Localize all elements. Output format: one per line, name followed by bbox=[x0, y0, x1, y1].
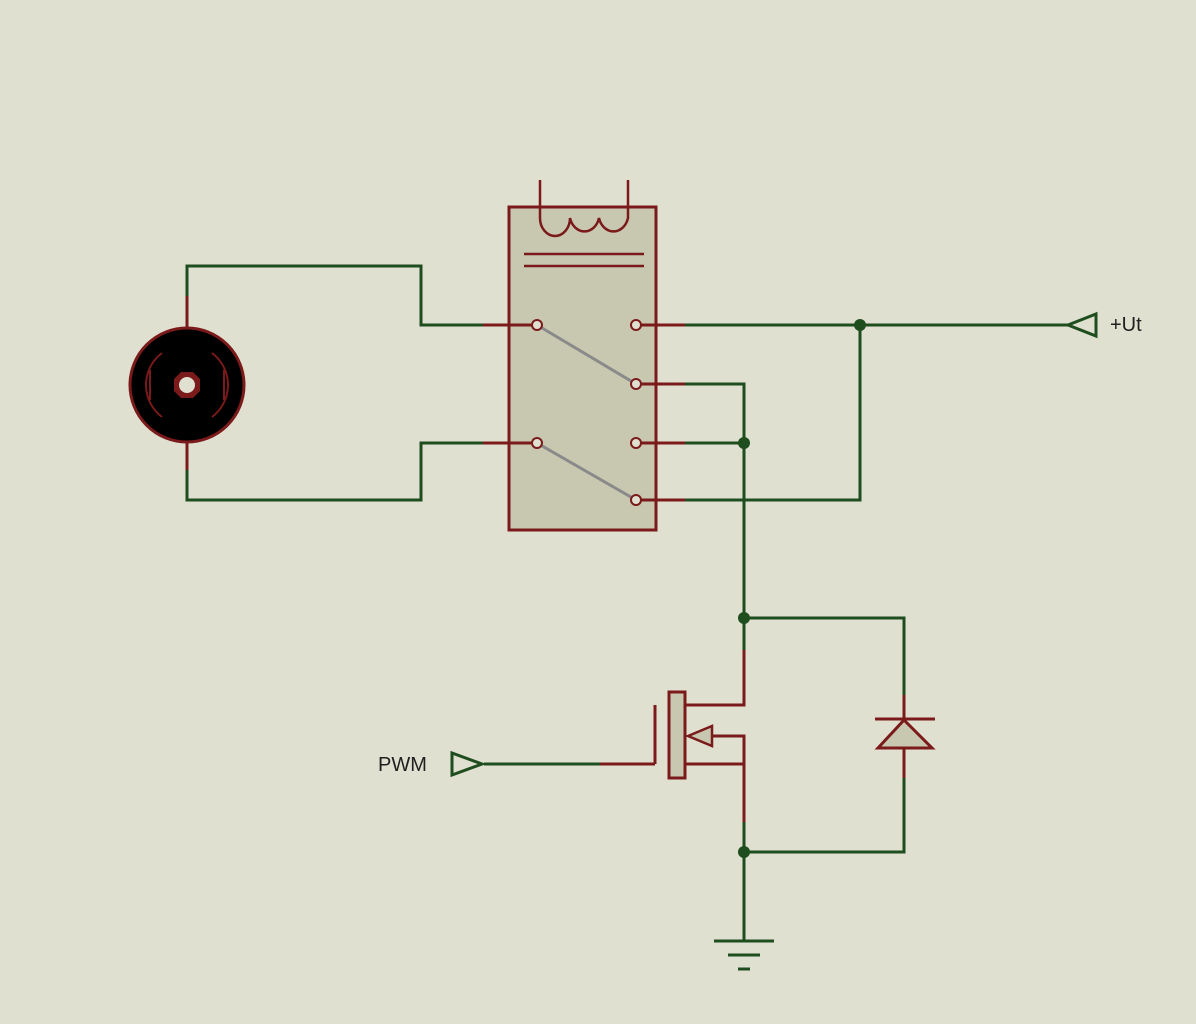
wire-supply-branch bbox=[685, 325, 862, 502]
motor-brush-right bbox=[211, 352, 229, 418]
supply-terminal-icon bbox=[1063, 311, 1098, 339]
relay-contact bbox=[531, 437, 543, 449]
mosfet-arrow-icon bbox=[684, 724, 714, 748]
relay-contact bbox=[531, 319, 543, 331]
junction-dot bbox=[738, 612, 750, 624]
junction-dot bbox=[854, 319, 866, 331]
wire-diode-bottom bbox=[744, 778, 906, 854]
mosfet-channel bbox=[667, 690, 687, 780]
supply-terminal[interactable] bbox=[1063, 311, 1098, 339]
diode-triangle-icon bbox=[874, 717, 936, 750]
relay-blade-2 bbox=[536, 441, 637, 502]
dpdt-relay[interactable] bbox=[483, 180, 685, 532]
pwm-terminal-icon bbox=[450, 750, 487, 778]
wire-motor-top bbox=[185, 264, 483, 327]
dc-motor[interactable] bbox=[128, 296, 246, 470]
wire-nc1 bbox=[685, 382, 746, 618]
n-mosfet[interactable] bbox=[600, 650, 746, 822]
pwm-label: PWM bbox=[378, 754, 427, 776]
junction-dot bbox=[738, 437, 750, 449]
wire-diode-top bbox=[744, 616, 906, 695]
supply-label: +Ut bbox=[1110, 314, 1142, 336]
mosfet-source-lead bbox=[686, 762, 746, 822]
relay-contact bbox=[630, 494, 642, 506]
motor-brush-left bbox=[145, 352, 163, 418]
junction-dot bbox=[738, 846, 750, 858]
relay-blade-1 bbox=[536, 323, 637, 386]
relay-coil-icon bbox=[538, 180, 630, 238]
relay-contact bbox=[630, 437, 642, 449]
wire-motor-bottom bbox=[185, 441, 483, 502]
flyback-diode[interactable] bbox=[874, 695, 936, 778]
relay-contact bbox=[630, 319, 642, 331]
mosfet-drain-lead bbox=[686, 650, 746, 707]
wires bbox=[185, 264, 1068, 940]
pwm-terminal[interactable] bbox=[450, 750, 487, 778]
ground-symbol[interactable] bbox=[714, 939, 774, 971]
relay-body bbox=[507, 205, 658, 532]
junction-dots bbox=[738, 319, 866, 858]
relay-contact bbox=[630, 378, 642, 390]
